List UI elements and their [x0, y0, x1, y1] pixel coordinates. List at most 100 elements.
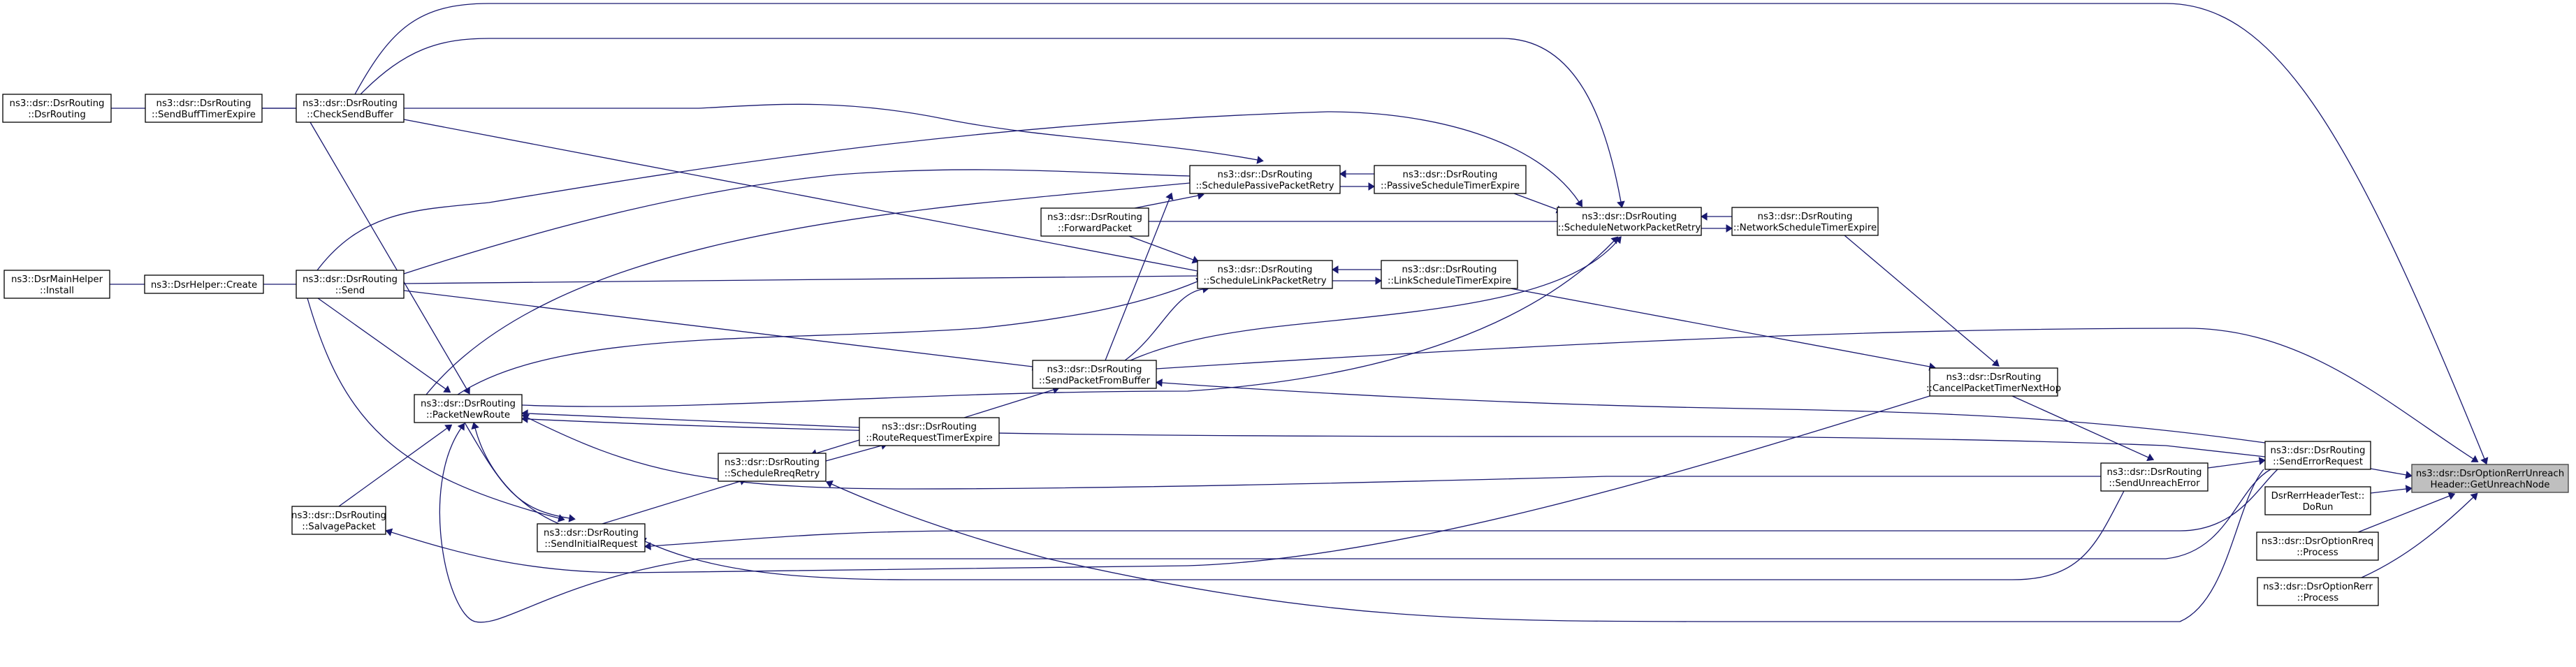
edge-linkscheduletimerexpire-to-schedulelinkpacketretry — [1332, 265, 1381, 274]
edge-line — [391, 395, 1930, 573]
arrowhead-icon — [385, 528, 393, 536]
node-cancelpackettimernexthop[interactable]: ns3::dsr::DsrRouting::CancelPacketTimerN… — [1926, 367, 2061, 397]
edge-line — [307, 298, 560, 519]
node-label: ::SalvagePacket — [302, 522, 375, 532]
node-schedulelinkpacketretry[interactable]: ns3::dsr::DsrRouting::ScheduleLinkPacket… — [1197, 260, 1333, 289]
node-box[interactable] — [718, 453, 827, 482]
arrowhead-icon — [1256, 156, 1264, 164]
node-mainhelper_install[interactable]: ns3::DsrMainHelper::Install — [3, 270, 110, 299]
node-linkscheduletimerexpire[interactable]: ns3::dsr::DsrRouting::LinkScheduleTimerE… — [1381, 260, 1518, 289]
node-dsrrouting_ctor[interactable]: ns3::dsr::DsrRouting::DsrRouting — [2, 94, 112, 123]
arrowhead-icon — [1375, 277, 1382, 285]
node-box[interactable] — [2264, 486, 2371, 515]
edge-cancelpackettimernexthop-to-salvagepacket — [385, 395, 1930, 573]
edge-senderrorrequest-to-packetnewroute-lower — [439, 423, 2271, 623]
node-box[interactable] — [2257, 577, 2379, 606]
node-routerequesttimerexpire[interactable]: ns3::dsr::DsrRouting::RouteRequestTimerE… — [859, 417, 1000, 446]
node-box[interactable] — [3, 270, 110, 299]
edge-line — [2357, 495, 2450, 533]
node-box[interactable] — [144, 274, 264, 294]
node-box[interactable] — [1197, 260, 1333, 289]
node-label: ::PacketNewRoute — [426, 410, 510, 420]
edge-senderrorrequest-to-packetnewroute — [521, 415, 2266, 457]
node-label: ns3::dsr::DsrOptionRerr — [2263, 582, 2373, 592]
node-schedulepassivepacketretry[interactable]: ns3::dsr::DsrRouting::SchedulePassivePac… — [1189, 165, 1341, 194]
node-rerrheadertest_dorun[interactable]: DsrRerrHeaderTest::DoRun — [2264, 486, 2371, 515]
node-packetnewroute[interactable]: ns3::dsr::DsrRouting::PacketNewRoute — [414, 394, 523, 423]
edge-send-to-schedulelinkpacketretry — [403, 272, 1204, 284]
arrowhead-icon — [2471, 455, 2479, 462]
node-box[interactable] — [145, 94, 263, 123]
edge-line — [457, 281, 1198, 395]
edge-line — [317, 298, 446, 390]
node-label: ns3::dsr::DsrRouting — [544, 528, 639, 538]
node-box[interactable] — [296, 270, 405, 299]
arrowhead-icon — [1156, 379, 1163, 387]
node-label: ::ScheduleRreqRetry — [725, 469, 820, 479]
node-passivescheduletimerexpire[interactable]: ns3::dsr::DsrRouting::PassiveScheduleTim… — [1374, 165, 1527, 194]
node-box[interactable] — [1032, 360, 1157, 389]
node-box[interactable] — [1929, 367, 2058, 397]
edge-line — [527, 413, 860, 428]
arrowhead-icon — [1575, 199, 1582, 207]
node-networkscheduletimerexpire[interactable]: ns3::dsr::DsrRouting::NetworkScheduleTim… — [1731, 207, 1879, 236]
arrowhead-icon — [2405, 471, 2413, 479]
edge-line — [1124, 288, 1204, 361]
node-box[interactable] — [859, 417, 1000, 446]
edge-optionrreq_process-to-getunreachnode — [2357, 492, 2456, 533]
edge-passivescheduletimerexpire-to-schedulepassivepacketretry — [1339, 170, 1374, 178]
arrowhead-icon — [644, 542, 651, 550]
node-schedulenetworkpacketretry[interactable]: ns3::dsr::DsrRouting::ScheduleNetworkPac… — [1557, 207, 1702, 236]
node-label: ::LinkScheduleTimerExpire — [1388, 276, 1511, 286]
node-box[interactable] — [296, 94, 405, 123]
node-box[interactable] — [291, 506, 386, 535]
node-sendunreacherror[interactable]: ns3::dsr::DsrRouting::SendUnreachError — [2100, 462, 2208, 492]
node-sendbufftimerexpire[interactable]: ns3::dsr::DsrRouting::SendBuffTimerExpir… — [145, 94, 263, 123]
node-helper_create[interactable]: ns3::DsrHelper::Create — [144, 274, 264, 294]
node-sendinitialrequest[interactable]: ns3::dsr::DsrRouting::SendInitialRequest — [537, 523, 646, 552]
edge-forwardpacket-to-schedulenetworkpacketretry — [1149, 217, 1564, 226]
edge-senderrorrequest-to-schedulerreqretry — [825, 469, 2264, 622]
arrowhead-icon — [2480, 457, 2489, 465]
node-box[interactable] — [1381, 260, 1518, 289]
node-label: ::PassiveScheduleTimerExpire — [1381, 181, 1520, 191]
node-box[interactable] — [414, 394, 523, 423]
node-salvagepacket[interactable]: ns3::dsr::DsrRouting::SalvagePacket — [291, 506, 386, 535]
edge-line — [2011, 395, 2149, 458]
node-senderrorrequest[interactable]: ns3::dsr::DsrRouting::SendErrorRequest — [2264, 441, 2371, 470]
edge-line — [403, 169, 1191, 274]
node-box[interactable] — [2256, 532, 2379, 561]
node-box[interactable] — [1557, 207, 1702, 236]
node-optionrreq_process[interactable]: ns3::dsr::DsrOptionRreq::Process — [2256, 532, 2379, 561]
node-box[interactable] — [1374, 165, 1527, 194]
node-sendpacketfrombuffer[interactable]: ns3::dsr::DsrRouting::SendPacketFromBuff… — [1032, 360, 1157, 389]
node-box[interactable] — [2, 94, 112, 123]
target-node-box[interactable] — [2411, 464, 2569, 493]
node-box[interactable] — [1189, 165, 1341, 194]
node-optionrerr_process[interactable]: ns3::dsr::DsrOptionRerr::Process — [2257, 577, 2379, 606]
arrowhead-icon — [1617, 200, 1625, 208]
node-schedulerreqretry[interactable]: ns3::dsr::DsrRouting::ScheduleRreqRetry — [718, 453, 827, 482]
node-label: ::SchedulePassivePacketRetry — [1195, 181, 1334, 191]
arrowhead-icon — [2405, 485, 2413, 493]
node-box[interactable] — [2100, 462, 2208, 492]
node-box[interactable] — [2264, 441, 2371, 470]
edge-sendunreacherror-to-sendinitialrequest — [639, 490, 2125, 580]
edge-sendpacketfrombuffer-to-getunreachnode — [1156, 328, 2479, 462]
node-checksendbuffer[interactable]: ns3::dsr::DsrRouting::CheckSendBuffer — [296, 94, 405, 123]
node-label: ns3::dsr::DsrRouting — [303, 98, 398, 109]
node-getunreachnode[interactable]: ns3::dsr::DsrOptionRerrUnreachHeader::Ge… — [2411, 464, 2569, 493]
arrowhead-icon — [2258, 457, 2266, 465]
node-box[interactable] — [1731, 207, 1879, 236]
edge-salvagepacket-to-packetnewroute — [338, 424, 453, 507]
node-label: ::ScheduleLinkPacketRetry — [1203, 276, 1326, 286]
node-label: ::NetworkScheduleTimerExpire — [1733, 223, 1877, 233]
node-box[interactable] — [1040, 207, 1149, 237]
edge-routerequesttimerexpire-to-packetnewroute — [521, 409, 860, 428]
node-box[interactable] — [537, 523, 646, 552]
node-label: ::RouteRequestTimerExpire — [866, 433, 992, 444]
node-label: ::ScheduleNetworkPacketRetry — [1558, 223, 1701, 233]
edge-line — [1844, 235, 1995, 363]
node-send[interactable]: ns3::dsr::DsrRouting::Send — [296, 270, 405, 299]
node-forwardpacket[interactable]: ns3::dsr::DsrRouting::ForwardPacket — [1040, 207, 1149, 237]
